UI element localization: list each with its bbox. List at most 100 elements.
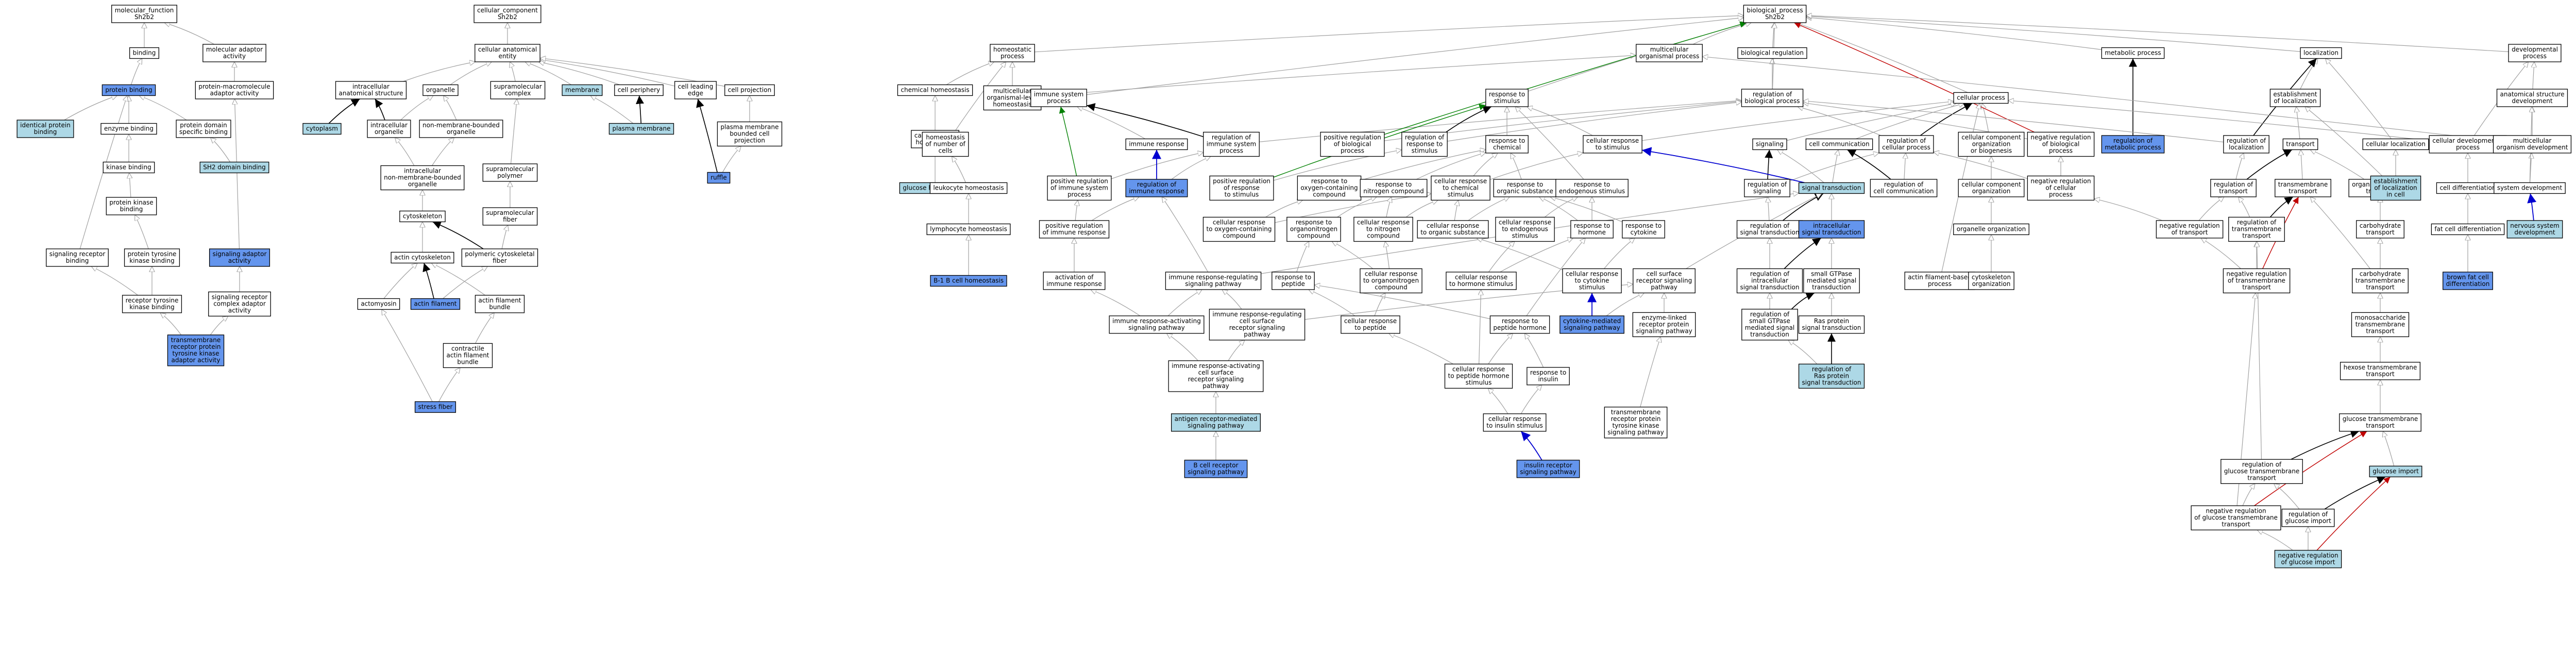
go-term-box — [2221, 459, 2303, 484]
go-term-box — [1165, 272, 1262, 290]
go-term-label-line: transport — [2222, 521, 2250, 528]
relation-edge-isa — [540, 59, 675, 87]
relation-edge-isa — [1222, 290, 1242, 310]
go-term-label-line: process — [1047, 97, 1071, 105]
relation-edge-partof — [1847, 149, 1891, 180]
go-term-label-line: entity — [499, 53, 517, 60]
go-term-box — [1741, 309, 1798, 341]
go-term-label-line: immune system — [1207, 141, 1257, 148]
go-term-label-line: establishment — [2273, 91, 2317, 98]
go-term-box — [1209, 175, 1274, 201]
go-term-fatcelldiff: fat cell differentiation — [2431, 223, 2505, 235]
go-term-label-line: organization — [1972, 141, 2011, 148]
go-term-box — [2027, 175, 2095, 201]
relation-edge-isa — [2094, 199, 2163, 221]
go-term-actinfil: actin filament — [410, 298, 461, 310]
relation-edge-isa — [2235, 153, 2244, 180]
relation-edge-isa — [1228, 340, 1245, 361]
go-term-label-line: compound — [1367, 232, 1399, 240]
go-term-box — [1202, 216, 1276, 242]
relation-edge-partof — [636, 95, 645, 124]
go-term-label-line: transport — [2366, 328, 2395, 335]
go-term-box — [2101, 135, 2165, 154]
go-term-label-line: anatomical structure — [339, 90, 403, 97]
go-term-cytoplasm: cytoplasm — [302, 123, 342, 135]
relation-edge-isa — [1544, 197, 1578, 217]
go-term-box — [209, 248, 270, 267]
go-term-label-line: stimulus — [1579, 284, 1605, 291]
relation-edge-isa — [164, 23, 215, 45]
go-term-box — [1125, 138, 1188, 150]
go-term-label-line: signaling pathway — [1185, 280, 1241, 288]
go-term-box — [717, 121, 783, 147]
go-term-label-line: signal transduction — [1740, 284, 1800, 291]
go-term-actomyosin: actomyosin — [357, 298, 400, 310]
relation-edge-isa — [1527, 107, 1593, 136]
relation-edge-isa — [2310, 197, 2370, 269]
go-term-label-line: response to — [1502, 317, 1538, 325]
go-term-box — [202, 44, 266, 62]
go-term-membrane: membrane — [562, 84, 603, 96]
go-term-label-line: transport — [2242, 284, 2271, 291]
go-term-label-line: cellular response — [1434, 178, 1487, 185]
go-term-label-line: in cell — [2386, 191, 2404, 198]
go-term-label-line: cytokine — [1630, 229, 1656, 236]
go-term-immresp: immune response — [1125, 138, 1188, 150]
relation-edge-isa — [1091, 290, 1141, 316]
go-term-label-line: process — [1067, 191, 1091, 198]
go-term-label-line: ruffle — [710, 174, 727, 181]
relation-edge-isa — [1797, 23, 1968, 93]
go-term-label-line: intracellular — [370, 122, 408, 129]
relation-edge-isa — [1479, 290, 1481, 364]
go-term-box — [2431, 223, 2505, 235]
relation-edge-isa — [2239, 197, 2250, 217]
go-term-box — [2351, 312, 2410, 338]
go-term-label-line: cellular process — [1882, 144, 1930, 151]
go-term-box — [2443, 272, 2493, 290]
relation-edge-isa — [1075, 200, 1078, 221]
go-term-label-line: to hormone stimulus — [1449, 280, 1513, 288]
go-term-label-line: transport — [2366, 284, 2395, 291]
go-term-box — [1341, 315, 1400, 334]
go-term-label-line: tyrosine kinase — [172, 350, 219, 357]
relation-edge-isa — [590, 96, 634, 124]
relation-edge-isa — [722, 146, 741, 173]
go-term-leukohomeo: leukocyte homeostasis — [929, 182, 1008, 194]
go-term-label-line: cellular process — [1957, 94, 2005, 102]
relation-edge-isa — [2305, 107, 2383, 176]
go-term-actincyto: actin cytoskeleton — [391, 251, 454, 264]
go-term-label-line: to stimulus — [1225, 191, 1259, 198]
go-term-label-line: regulation of — [2289, 511, 2328, 518]
go-term-label-line: process — [1219, 147, 1243, 155]
go-term-box — [1555, 179, 1629, 197]
go-term-label-line: multicellular — [993, 88, 1032, 95]
go-term-label-line: transport — [2366, 422, 2395, 429]
go-term-label-line: process — [1001, 53, 1024, 60]
go-term-label-line: monosaccharide — [2354, 314, 2405, 322]
go-term-box — [1401, 131, 1448, 157]
go-term-box — [2339, 413, 2421, 432]
go-term-box — [2362, 138, 2429, 150]
go-term-box — [2370, 175, 2421, 201]
go-term-box — [1953, 92, 2009, 104]
go-term-label-line: immune response-regulating — [1212, 311, 1301, 318]
